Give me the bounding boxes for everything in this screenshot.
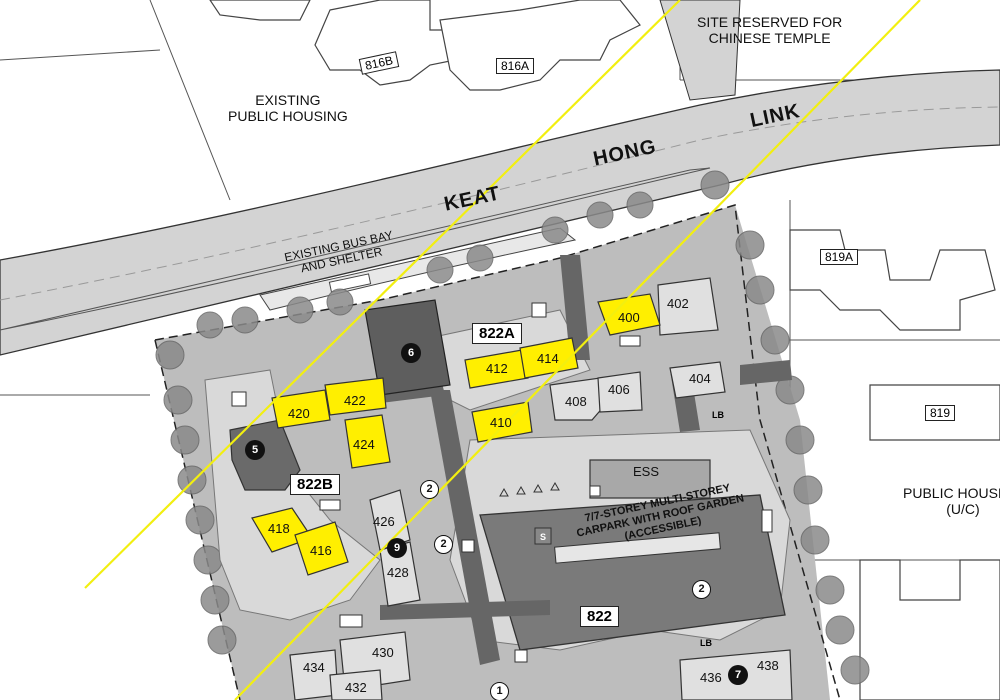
block-410: 410 xyxy=(490,415,512,430)
public-housing-uc-label: PUBLIC HOUSING (U/C) xyxy=(903,485,1000,518)
lb-label-upper: LB xyxy=(712,410,724,420)
block-420: 420 xyxy=(288,406,310,421)
block-tag-819: 819 xyxy=(925,405,956,421)
block-414: 414 xyxy=(537,351,559,366)
road-median xyxy=(0,106,1000,301)
block-424: 424 xyxy=(353,437,375,452)
block-428: 428 xyxy=(387,565,409,580)
block-tag-816a: 816A xyxy=(496,58,535,74)
block-422: 422 xyxy=(344,393,366,408)
block-404: 404 xyxy=(689,371,711,386)
marker-9: 9 xyxy=(387,538,407,558)
marker-1: 1 xyxy=(490,682,509,700)
block-426: 426 xyxy=(373,514,395,529)
road-divider xyxy=(0,167,711,331)
bus-shelter xyxy=(328,273,372,293)
trees xyxy=(155,170,870,685)
block-400: 400 xyxy=(618,310,640,325)
block-406: 406 xyxy=(608,382,630,397)
existing-housing-top xyxy=(209,0,641,91)
block-tag-819a: 819A xyxy=(820,249,859,265)
highlighted-blocks xyxy=(251,293,661,576)
block-416: 416 xyxy=(310,543,332,558)
marker-5: 5 xyxy=(245,440,265,460)
ess-building xyxy=(589,459,711,499)
marker-2b: 2 xyxy=(434,535,453,554)
block-408: 408 xyxy=(565,394,587,409)
marker-2a: 2 xyxy=(420,480,439,499)
block-436: 436 xyxy=(700,670,722,685)
block-434: 434 xyxy=(303,660,325,675)
keat-hong-link-road xyxy=(0,69,1000,356)
block-402: 402 xyxy=(667,296,689,311)
block-tag-822b: 822B xyxy=(290,474,340,495)
lb-label-lower: LB xyxy=(700,638,712,648)
block-tag-822a: 822A xyxy=(472,323,522,344)
triangle-markers xyxy=(499,481,560,497)
yellow-lines xyxy=(84,0,921,700)
site-reserved-label: SITE RESERVED FOR CHINESE TEMPLE xyxy=(697,14,843,47)
block-412: 412 xyxy=(486,361,508,376)
block-438: 438 xyxy=(757,658,779,673)
marker-2c: 2 xyxy=(692,580,711,599)
ess-label: ESS xyxy=(633,464,660,479)
block-430: 430 xyxy=(372,645,394,660)
block-418: 418 xyxy=(268,521,290,536)
marker-7: 7 xyxy=(728,665,748,685)
paths xyxy=(360,255,792,665)
block-432: 432 xyxy=(345,680,367,695)
small-structures xyxy=(231,302,773,663)
side-road xyxy=(659,0,741,101)
carpark-ramp xyxy=(554,532,721,564)
block-tag-822: 822 xyxy=(580,606,620,627)
marker-6: 6 xyxy=(401,343,421,363)
existing-public-housing-label: EXISTING PUBLIC HOUSING xyxy=(228,92,348,125)
s-label: S xyxy=(540,532,547,542)
